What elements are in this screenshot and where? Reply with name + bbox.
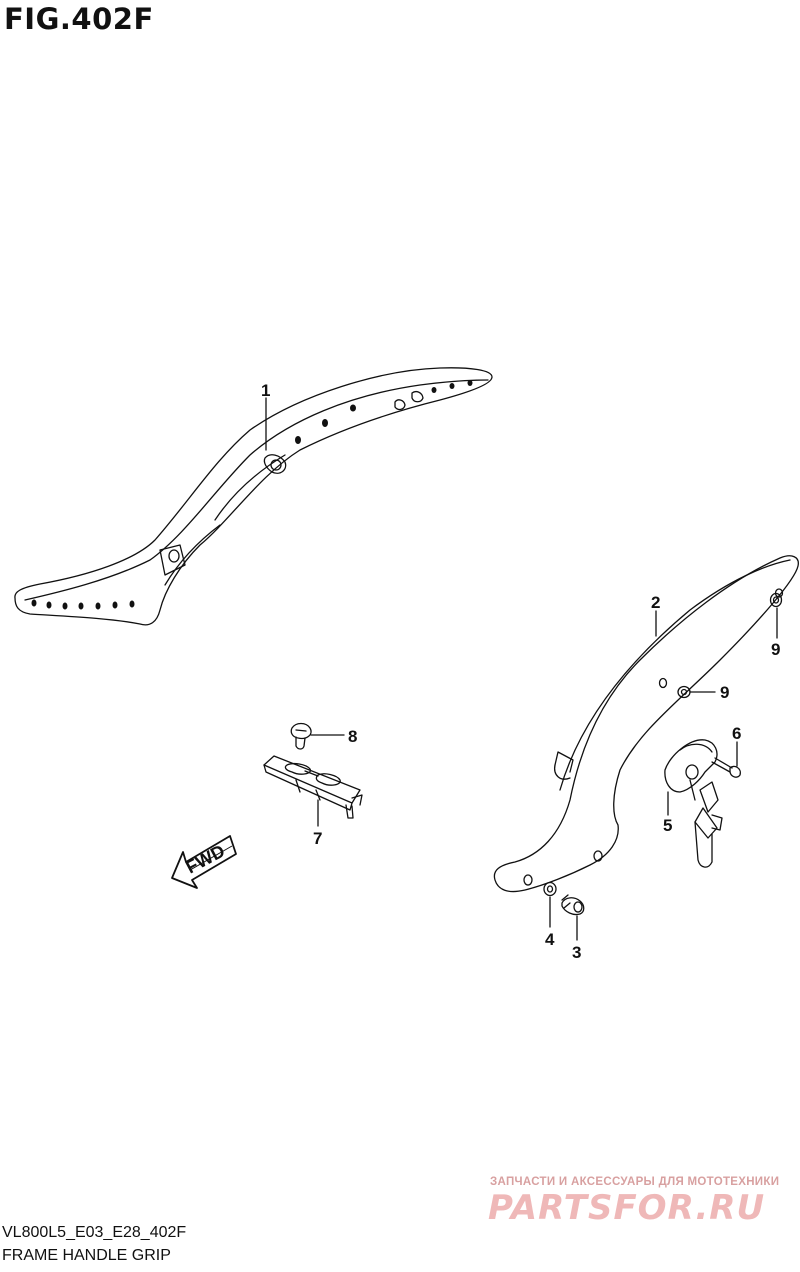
lock-clamp-assembly[interactable] xyxy=(664,739,723,868)
grip-holes-left xyxy=(31,380,473,610)
callout-7: 7 xyxy=(313,829,322,848)
washer[interactable] xyxy=(543,881,557,897)
callout-9-upper: 9 xyxy=(771,640,780,659)
figure-title: FIG.402F xyxy=(4,2,154,36)
fwd-direction-arrow: FWD xyxy=(171,835,237,889)
frame-handle-grip-right[interactable] xyxy=(493,555,799,893)
callout-8: 8 xyxy=(348,727,357,746)
spacer-upper[interactable] xyxy=(769,592,783,608)
model-code: VL800L5_E03_E28_402F xyxy=(2,1224,187,1241)
bolt[interactable] xyxy=(561,894,585,916)
callout-2: 2 xyxy=(651,593,660,612)
callout-3: 3 xyxy=(572,943,581,962)
callout-9-lower: 9 xyxy=(720,683,729,702)
spacer-lower[interactable] xyxy=(677,685,691,699)
watermark-tagline: ЗАПЧАСТИ И АКСЕССУАРЫ ДЛЯ МОТОТЕХНИКИ xyxy=(490,1176,780,1188)
screw[interactable] xyxy=(711,757,741,778)
callout-1: 1 xyxy=(261,381,270,400)
watermark-logo: PARTSFOR.RU xyxy=(488,1188,766,1228)
leader-lines xyxy=(265,397,778,941)
frame-handle-grip-left[interactable] xyxy=(14,367,493,626)
callout-4: 4 xyxy=(545,930,555,949)
mounting-plate[interactable] xyxy=(263,755,363,819)
figure-description: FRAME HANDLE GRIP xyxy=(2,1247,171,1264)
screw-small[interactable] xyxy=(290,722,312,750)
callout-6: 6 xyxy=(732,724,741,743)
callout-5: 5 xyxy=(663,816,672,835)
